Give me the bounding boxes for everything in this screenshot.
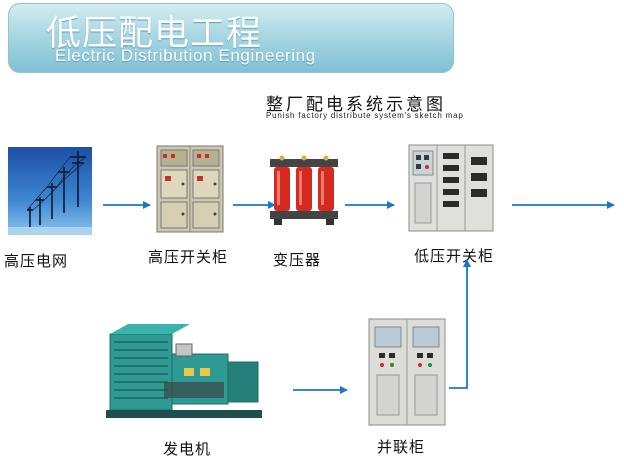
label-hv-switchgear: 高压开关柜 [148, 248, 229, 266]
paralleling-cabinet-image [368, 318, 446, 426]
diagram-subtitle: Punish factory distribute system's sketc… [266, 111, 464, 120]
arrow-paralleling-to-lv-switchgear [449, 259, 471, 389]
label-hv-grid: 高压电网 [4, 252, 69, 270]
transformer-image [270, 155, 338, 225]
label-lv-switchgear: 低压开关柜 [414, 247, 495, 265]
title-banner: 低压配电工程 Electric Distribution Engineering [8, 3, 454, 73]
lv-switchgear-image [408, 144, 494, 232]
banner-title: 低压配电工程 [46, 14, 263, 54]
label-transformer: 变压器 [273, 251, 322, 269]
diagram-title: 整厂配电系统示意图 [266, 95, 446, 115]
label-paralleling-cabinet: 并联柜 [377, 438, 426, 456]
hv-grid-image [8, 147, 92, 235]
label-generator: 发电机 [163, 440, 212, 458]
generator-image [106, 324, 262, 418]
hv-switchgear-image [156, 145, 224, 233]
banner-subtitle: Electric Distribution Engineering [55, 46, 316, 65]
